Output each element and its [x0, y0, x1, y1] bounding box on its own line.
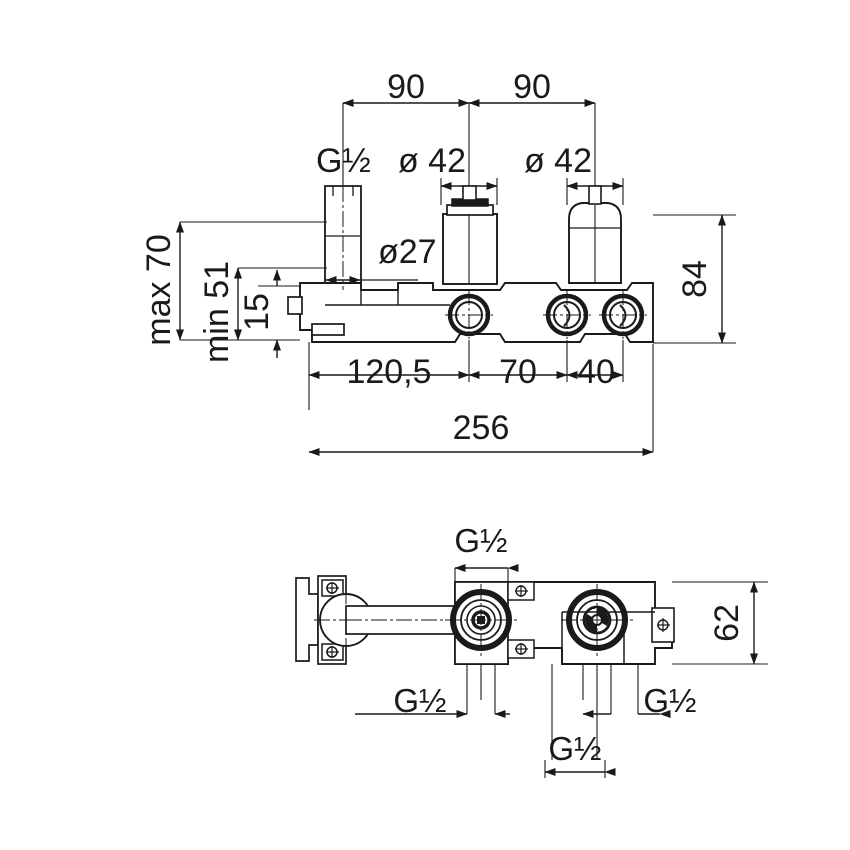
dim-70-label: 70 — [499, 353, 537, 391]
left-spigot — [287, 296, 345, 336]
thread-top-label: G½ — [454, 522, 507, 559]
thread-left-label: G½ — [393, 682, 446, 719]
outlet-port-1 — [445, 291, 493, 339]
dim-thread-top: G½ — [454, 522, 519, 582]
diameter-27-label: ø27 — [378, 233, 437, 271]
dim-90-right-label: 90 — [513, 68, 551, 106]
bracket-ear-right — [651, 607, 675, 643]
dim-62: 62 — [672, 581, 768, 665]
dim-min-51: min 51 — [198, 261, 327, 363]
body-internal-lines — [325, 283, 450, 306]
dim-diameter-27: ø27 — [325, 233, 437, 284]
dim-15-label: 15 — [238, 293, 276, 331]
dim-84: 84 — [653, 214, 736, 344]
dim-chain-lower: 120,5 70 40 — [308, 353, 624, 391]
bottom-cartridge-left — [445, 584, 517, 656]
dim-diameter-42-left: ø 42 — [398, 142, 498, 190]
dim-thread-right: G½ — [582, 682, 697, 719]
dim-15: 15 — [238, 269, 300, 358]
diameter-42-right-label: ø 42 — [524, 142, 592, 180]
dim-84-label: 84 — [676, 260, 714, 298]
dim-diameter-42-right: ø 42 — [524, 142, 624, 190]
bottom-cartridge-right — [561, 584, 633, 656]
thread-center-label: G½ — [548, 730, 601, 767]
bracket-ears-left — [507, 581, 535, 659]
bottom-view-group: G½ — [295, 522, 768, 778]
diameter-42-left-label: ø 42 — [398, 142, 466, 180]
dim-min-51-label: min 51 — [198, 261, 236, 363]
inlet-thread-label: G½ — [316, 142, 371, 180]
dim-max-70: max 70 — [140, 221, 327, 346]
top-view-group: 90 90 G½ ø 42 ø 42 — [140, 68, 736, 456]
outlet-port-3 — [599, 291, 647, 339]
dim-256-label: 256 — [453, 409, 510, 447]
bottom-witness-lines — [308, 340, 654, 452]
cartridge-right — [568, 185, 622, 284]
bottom-body-internal — [561, 611, 655, 664]
cartridge-left — [442, 185, 498, 285]
outlet-port-2 — [543, 291, 591, 339]
dim-62-label: 62 — [708, 604, 746, 642]
dim-40-label: 40 — [577, 353, 615, 391]
bottom-view-witness-lines — [466, 664, 639, 760]
dim-max-70-label: max 70 — [140, 234, 178, 346]
dim-90-left-label: 90 — [387, 68, 425, 106]
dim-thread-center: G½ — [544, 730, 616, 778]
dim-256: 256 — [308, 409, 654, 456]
dim-120-5-label: 120,5 — [346, 353, 431, 391]
outlet-ports — [445, 291, 647, 339]
dim-thread-left: G½ — [355, 682, 510, 719]
dim-90-chain: 90 90 — [342, 68, 596, 107]
